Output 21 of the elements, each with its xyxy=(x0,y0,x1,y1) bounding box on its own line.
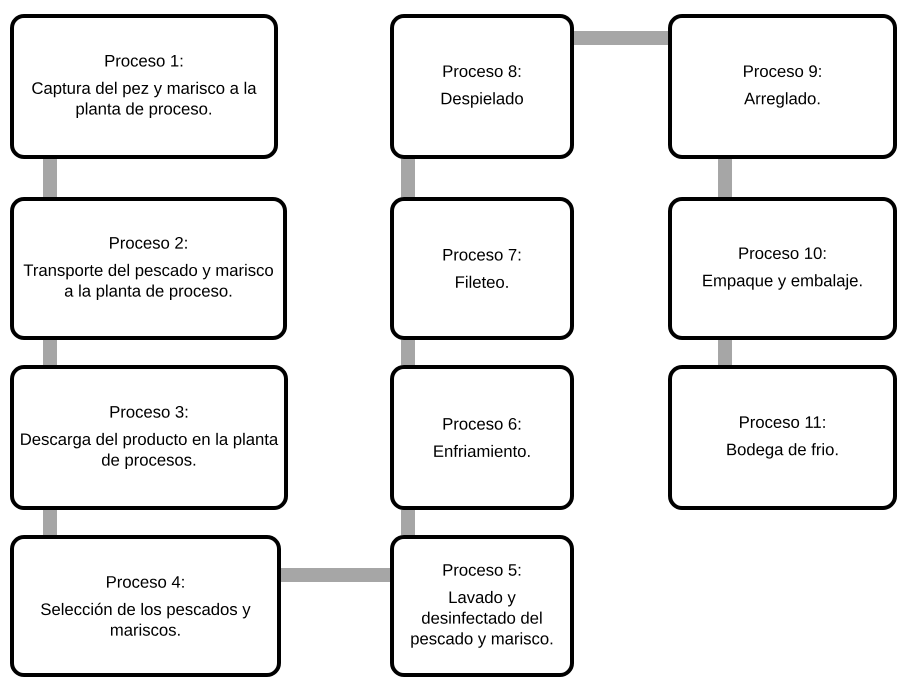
process-box: Proceso 5: Lavado y desinfectado del pescado y marisco. xyxy=(390,535,574,677)
connector xyxy=(574,31,668,45)
connector xyxy=(43,510,57,535)
connector xyxy=(43,340,57,365)
process-box: Proceso 1: Captura del pez y marisco a la planta de proceso. xyxy=(10,14,278,159)
process-box: Proceso 2: Transporte del pescado y marisco a la planta de proceso. xyxy=(10,196,288,340)
process-box: Proceso 10: Empaque y embalaje. xyxy=(668,196,898,340)
process-box: Proceso 4: Selección de los pescados y mariscos. xyxy=(10,535,281,677)
connector xyxy=(718,159,732,197)
connector xyxy=(718,340,732,365)
connector xyxy=(401,340,415,365)
process-box: Proceso 8: Despielado xyxy=(390,14,574,159)
process-box: Proceso 6: Enfriamiento. xyxy=(390,365,574,510)
connector xyxy=(401,510,415,535)
process-box: Proceso 7: Fileteo. xyxy=(390,196,574,340)
process-box: Proceso 3: Descarga del producto en la planta de procesos. xyxy=(10,365,288,510)
connector xyxy=(281,568,390,582)
connector xyxy=(401,159,415,197)
connector xyxy=(43,159,57,197)
process-box: Proceso 9: Arreglado. xyxy=(668,14,898,159)
process-box: Proceso 11: Bodega de frio. xyxy=(668,365,898,510)
